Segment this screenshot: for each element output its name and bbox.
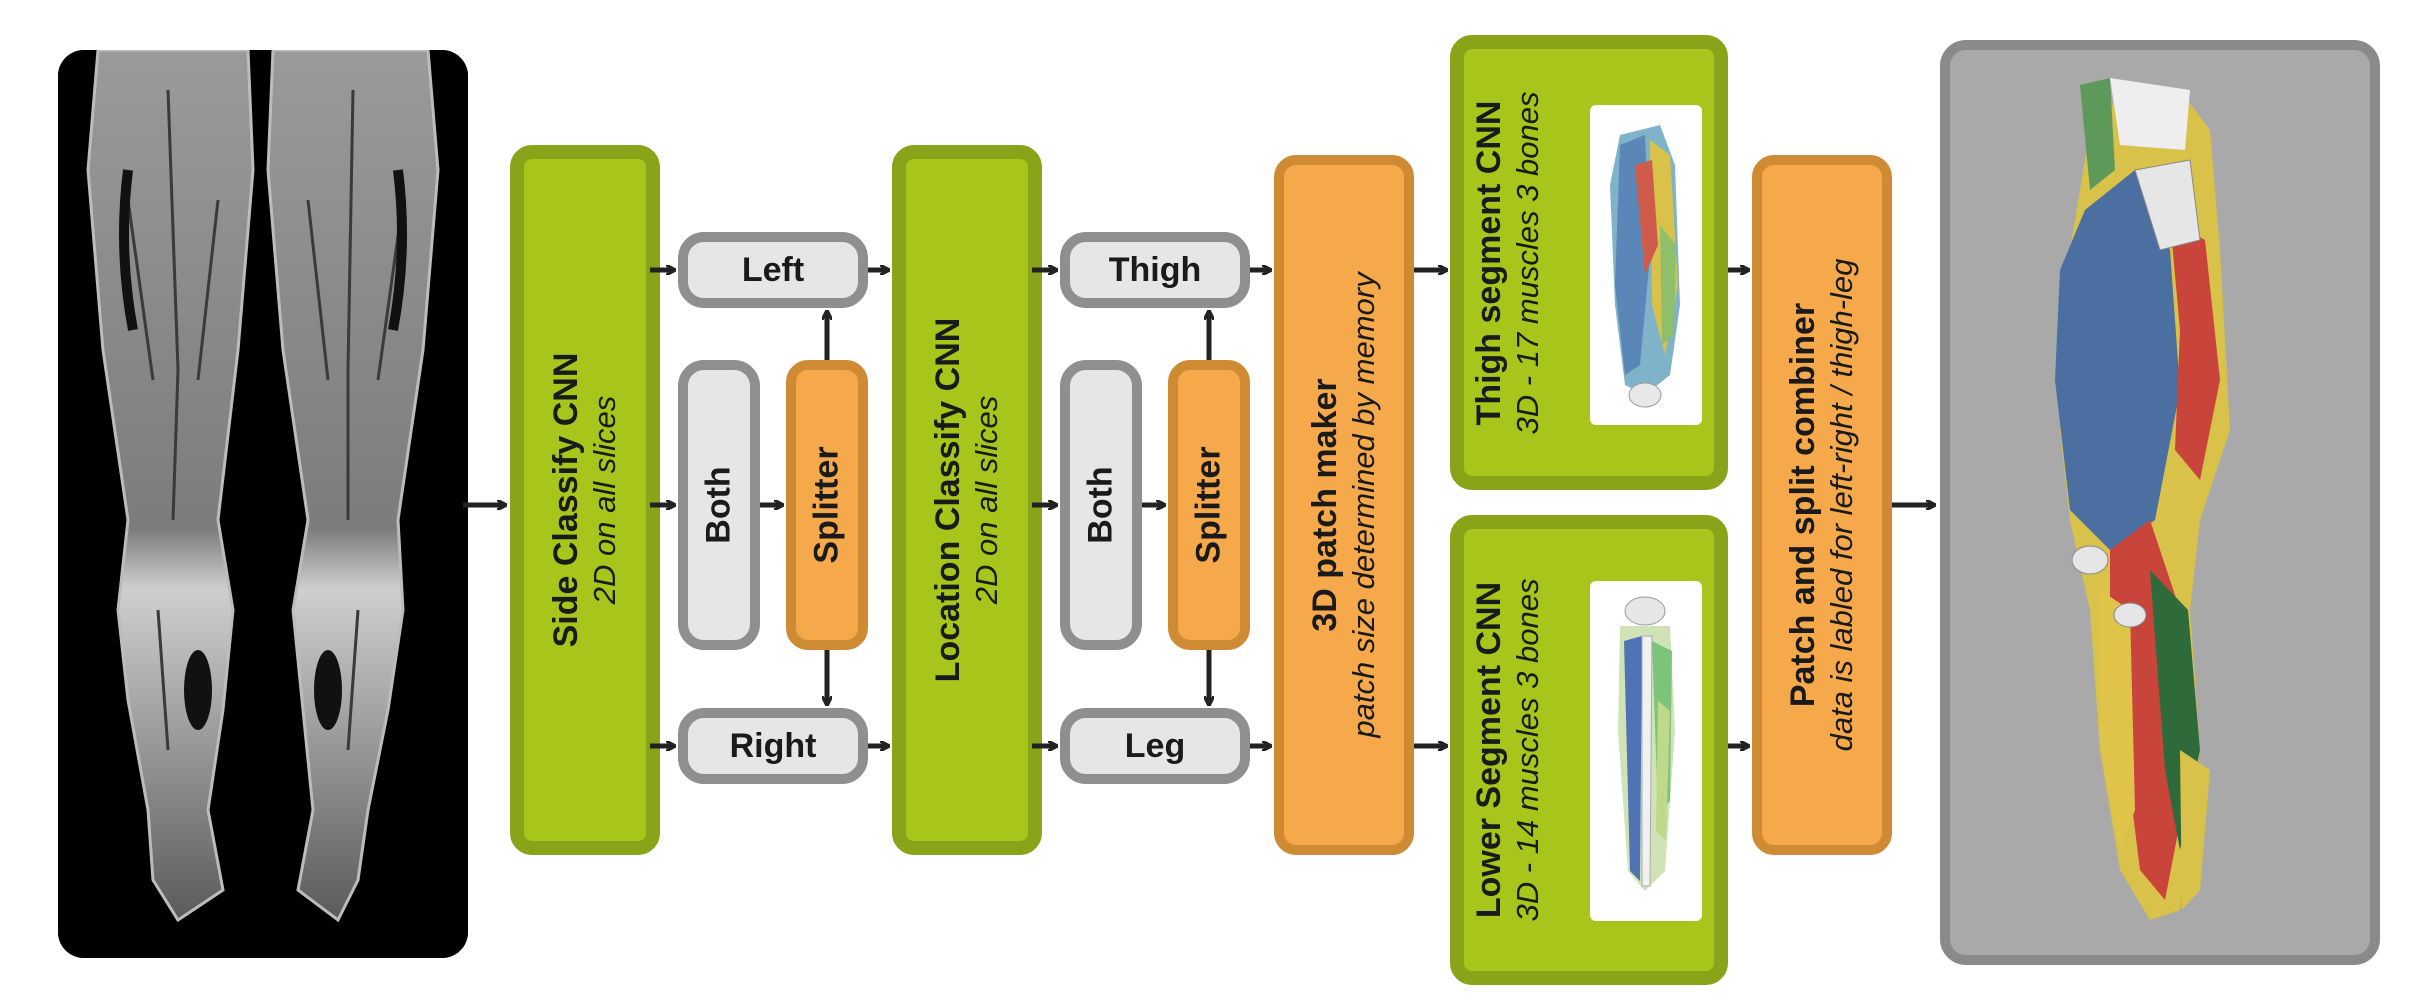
leg-output-box: Leg (1060, 708, 1250, 784)
mri-input-image (58, 50, 468, 958)
output-3d-render (1940, 40, 2380, 965)
right-output-box: Right (678, 708, 868, 784)
segmented-leg-render-icon (2055, 78, 2230, 920)
side-both-output-box: Both (678, 360, 760, 650)
thigh-muscles-icon (1610, 125, 1680, 408)
location-classify-cnn-box: Location Classify CNN 2D on all slices (892, 145, 1042, 855)
thigh-segmentation-thumbnail (1590, 105, 1702, 425)
mri-legs-icon (58, 50, 468, 958)
thigh-output-label: Thigh (1108, 250, 1202, 289)
lower-segment-cnn-box: Lower Segment CNN 3D - 14 muscles 3 bone… (1450, 515, 1728, 985)
side-splitter-box: Splitter (786, 360, 868, 650)
thigh-segment-cnn-box: Thigh segment CNN 3D - 17 muscles 3 bone… (1450, 35, 1728, 490)
lower-segmentation-thumbnail (1590, 581, 1702, 921)
combiner-box: Patch and split combiner data is labled … (1752, 155, 1892, 855)
lower-leg-muscles-icon (1618, 596, 1675, 891)
location-splitter-box: Splitter (1168, 360, 1250, 650)
left-output-label: Left (741, 250, 805, 289)
right-output-label: Right (729, 726, 817, 765)
thigh-output-box: Thigh (1060, 232, 1250, 308)
side-classify-cnn-box: Side Classify CNN 2D on all slices (510, 145, 660, 855)
location-both-output-box: Both (1060, 360, 1142, 650)
patch-maker-box: 3D patch maker patch size determined by … (1274, 155, 1414, 855)
leg-output-label: Leg (1124, 726, 1186, 765)
left-output-box: Left (678, 232, 868, 308)
